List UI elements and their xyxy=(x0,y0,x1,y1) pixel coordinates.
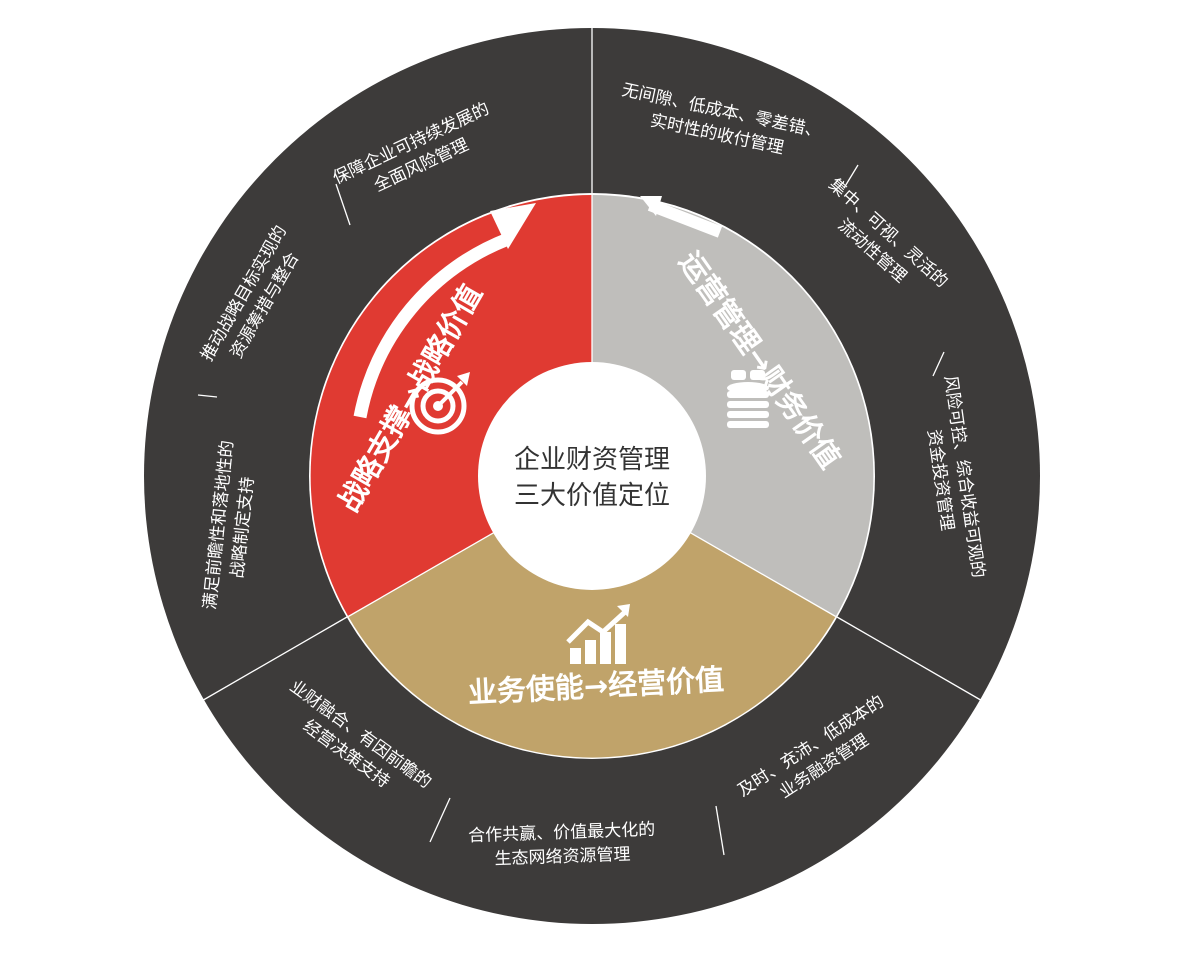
outer-item-5-line2: 生态网络资源管理 xyxy=(494,845,631,870)
finance-arrow-tail xyxy=(640,196,662,216)
center-title-line2: 三大价值定位 xyxy=(514,481,670,511)
target-icon xyxy=(409,372,470,435)
coins-icon xyxy=(727,370,769,428)
item-divider xyxy=(335,183,351,226)
strategy-arrow xyxy=(353,232,511,419)
business-title: 业务使能→经营价值 xyxy=(467,662,725,709)
item-divider xyxy=(429,797,451,843)
item-divider xyxy=(715,805,725,856)
outer-divider-right xyxy=(836,616,992,707)
item-divider xyxy=(843,164,859,189)
finance-arrow xyxy=(647,199,723,238)
growth-chart-icon xyxy=(566,604,630,664)
strategy-arrow-head xyxy=(490,203,536,249)
outer-divider-left xyxy=(192,616,348,707)
item-divider xyxy=(932,351,945,377)
center-circle xyxy=(478,362,706,590)
item-divider xyxy=(197,394,218,398)
center-title-line1: 企业财资管理 xyxy=(514,445,670,475)
